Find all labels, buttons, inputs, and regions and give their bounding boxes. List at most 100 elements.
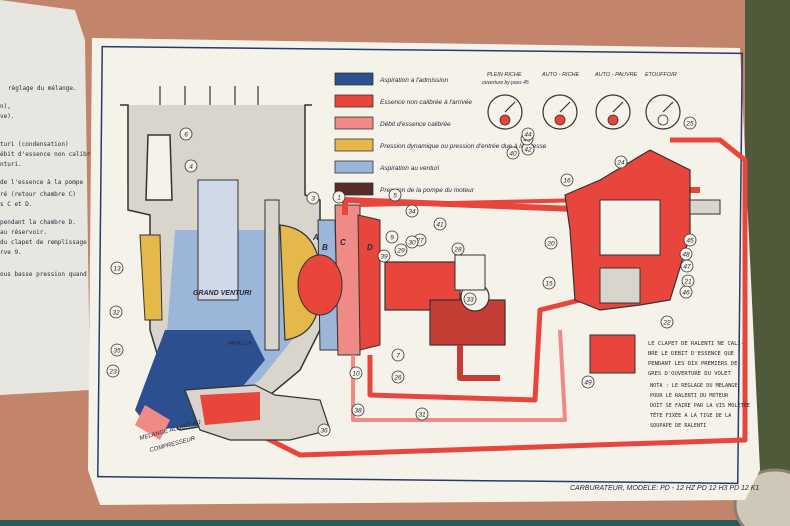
callout-circle [109,305,123,319]
lever-25 [689,199,721,215]
callout-number: 9 [390,235,394,242]
legend-swatch [334,94,374,108]
callout-number: 47 [683,264,691,271]
callout-circle [506,146,520,160]
callout-number: 20 [546,241,555,248]
callout-circle [394,243,408,257]
callout-circle [683,116,697,130]
legend-swatch [334,160,374,174]
mode-header: AUTO - RICHE [541,72,580,78]
callout-number: 22 [662,320,671,327]
callout-number: 10 [352,371,360,378]
callout-circle [405,235,419,249]
mode-dial-dot [607,114,619,126]
venturi-inner [197,179,239,301]
callout-circle [679,247,693,261]
diagram-border [97,45,743,485]
callout-circle [451,242,465,256]
note-reglage-line: TÊTE FIXÉE A LA TIGE DE LA [650,411,732,419]
label-chamber-a: A [312,233,319,242]
notes: LE CLAPET DE RALENTI NE CALI- BRE LE DEBI… [106,116,750,437]
mode-dial-needle [612,101,624,113]
callout-circle [560,173,574,187]
callout-circle [679,285,693,299]
callout-number: 4 [189,164,193,171]
callout-number: 31 [418,412,426,419]
legend-label: Aspiration au venturi [379,165,440,172]
callout-circle [542,276,556,290]
callout-number: 15 [545,281,553,288]
yellow-left-passage [139,234,163,321]
callout-number: 34 [408,209,416,216]
left-page-line: turi (condensation) [0,141,69,148]
callout-circle [351,403,365,417]
callout-circle [110,343,124,357]
callout-number: 38 [354,408,362,415]
footer-model: CARBURATEUR, MODELE: PD - 12 HZ PD 12 H3… [570,485,759,492]
left-page-line: pendant la chambre D. [0,219,76,226]
note-ralenti-line: LE CLAPET DE RALENTI NE CALI- [648,341,744,347]
note-reglage-line: POUR LE RALENTI DU MOTEUR [650,393,729,399]
legend-label: Débit d'essence calibrée [380,121,451,128]
left-page-line: rve 9. [0,249,22,256]
callout-circle [332,190,346,204]
note-reglage-line: NOTA : LE REGLAGE DU MELANGE [650,383,737,389]
callout-circle [463,292,477,306]
left-page-text: réglage du mélange.n),ve).turi (condensa… [0,85,94,278]
intake-blue [135,330,265,430]
mode-header: ETOUFFOIR [645,72,677,78]
left-page-line: ébit d'essence non calibré [0,151,94,158]
callout-number: 46 [682,290,690,297]
callout-circle [614,155,628,169]
callout-number: 26 [393,375,402,382]
callout-number: 21 [683,279,692,286]
callout-number: 24 [616,160,625,167]
legend-swatch [334,138,374,152]
mode-dial-needle [559,101,571,113]
label-papillon: PAPILLON [228,341,252,347]
mode-dial-dot [554,114,566,126]
callout-circle [581,375,595,389]
left-page-line: s C et D. [0,201,33,208]
callout-number: 41 [436,222,444,229]
label-grand-venturi: GRAND VENTURI [193,290,252,297]
callout-circle [377,249,391,263]
red-chamber-d [357,214,381,351]
callout-number: 27 [415,238,424,245]
callout-number: 28 [453,247,462,254]
callout-number: 32 [112,310,120,317]
legend-label: Aspiration a l'admission [379,77,448,84]
valve-6 [145,134,173,201]
tube-right [264,199,280,351]
right-inner [599,199,661,256]
callout-number: 30 [408,240,416,247]
callout-circle [391,348,405,362]
legend-swatch [334,72,374,86]
upper-valve [454,254,486,291]
mode-dial-dot [499,114,511,126]
note-reglage-line: DOIT SE FAIRE PAR LA VIS MOLETÉE [650,401,750,409]
bottom-valve-red [200,392,260,425]
callout-number: 40 [509,151,517,158]
label-chamber-c: C [340,238,346,247]
callout-number: 45 [686,238,694,245]
callout-number: 33 [466,297,474,304]
callout-circle [110,261,124,275]
callout-circle [317,423,331,437]
left-page-line: au réservoir. [0,229,47,236]
left-page-line: n), [0,103,11,110]
note-ralenti-line: PENDANT LES DIX PREMIERS DE- [648,361,741,367]
callout-number: 44 [524,132,532,139]
pink-left [135,405,170,440]
callout-circle [391,370,405,384]
callout-circle [306,191,320,205]
legend-label: Essence non calibrée à l'arrivée [380,99,472,106]
callout-circle [660,315,674,329]
callout-number: 29 [396,248,405,255]
callout-number: 1 [337,195,341,202]
callout-number: 5 [393,193,397,200]
note-ralenti-line: BRE LE DEBIT D'ESSENCE QUE [648,351,734,357]
legend-label: Pression dynamique ou pression d'entrée … [380,143,547,150]
left-page-line: réglage du mélange. [8,85,77,92]
